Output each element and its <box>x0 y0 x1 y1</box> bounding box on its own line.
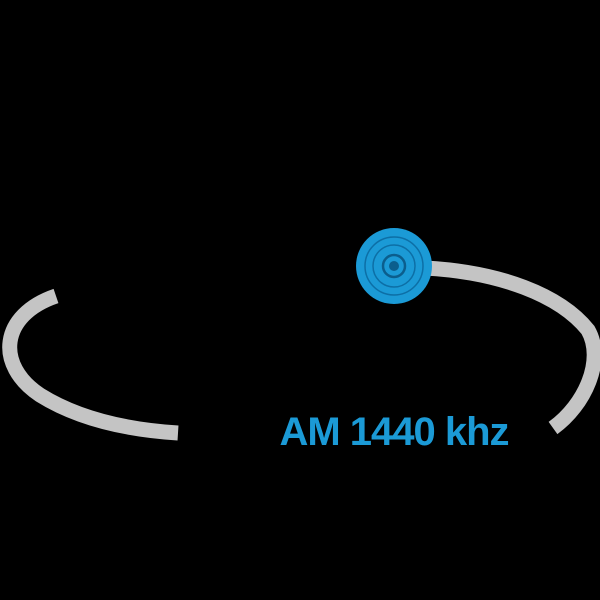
orbit-arc-right <box>424 260 600 435</box>
orbit-arc-left <box>2 288 179 441</box>
radio-wave-icon <box>356 228 432 304</box>
frequency-label: AM 1440 khz <box>279 410 509 454</box>
